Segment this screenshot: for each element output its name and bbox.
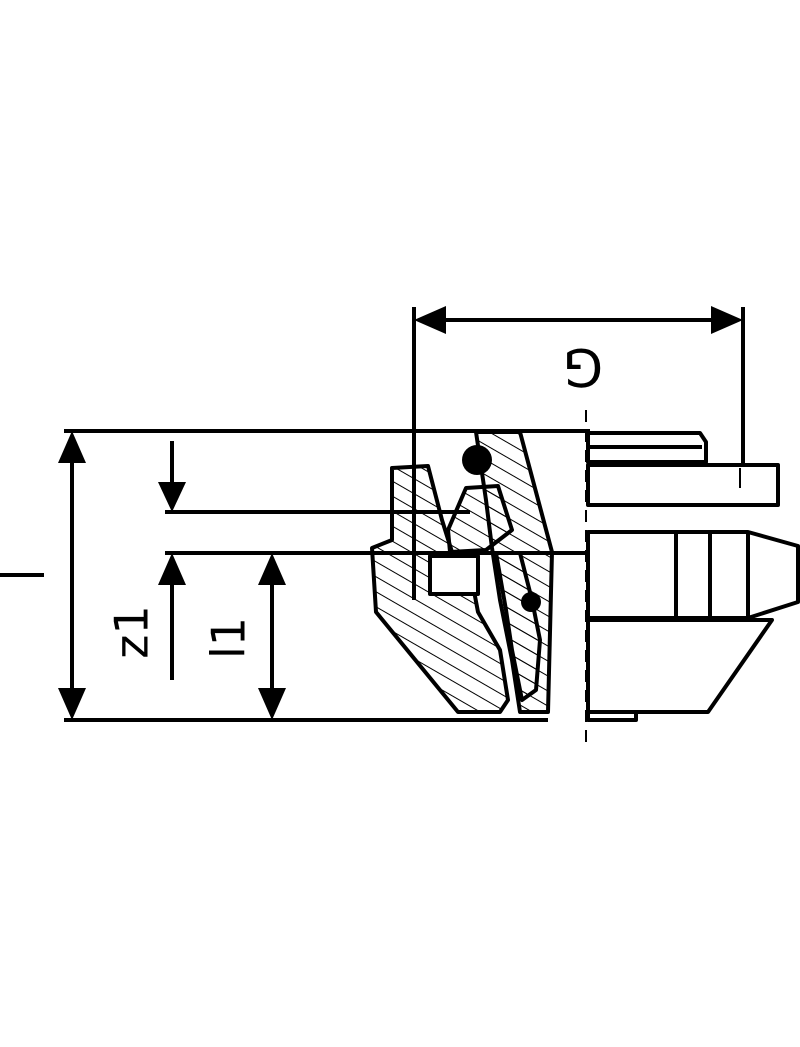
bore	[428, 554, 480, 596]
label-z1: z1	[105, 605, 159, 658]
conical-nose	[586, 618, 774, 714]
fitting-section	[370, 430, 554, 714]
o-ring-lower	[521, 592, 541, 612]
o-ring-upper	[462, 445, 492, 475]
dimension-overall	[58, 431, 86, 720]
label-l1: l1	[202, 617, 256, 659]
label-g: G	[563, 336, 603, 396]
dimension-g	[414, 306, 743, 334]
threaded-insert	[494, 551, 542, 702]
hex-nut	[586, 530, 800, 620]
collar	[586, 463, 780, 507]
fitting-exterior	[586, 431, 800, 722]
dimension-z1	[158, 553, 186, 680]
dimension-offset-top	[158, 441, 186, 512]
dimension-l1	[258, 553, 286, 720]
grip-ring	[446, 484, 514, 554]
